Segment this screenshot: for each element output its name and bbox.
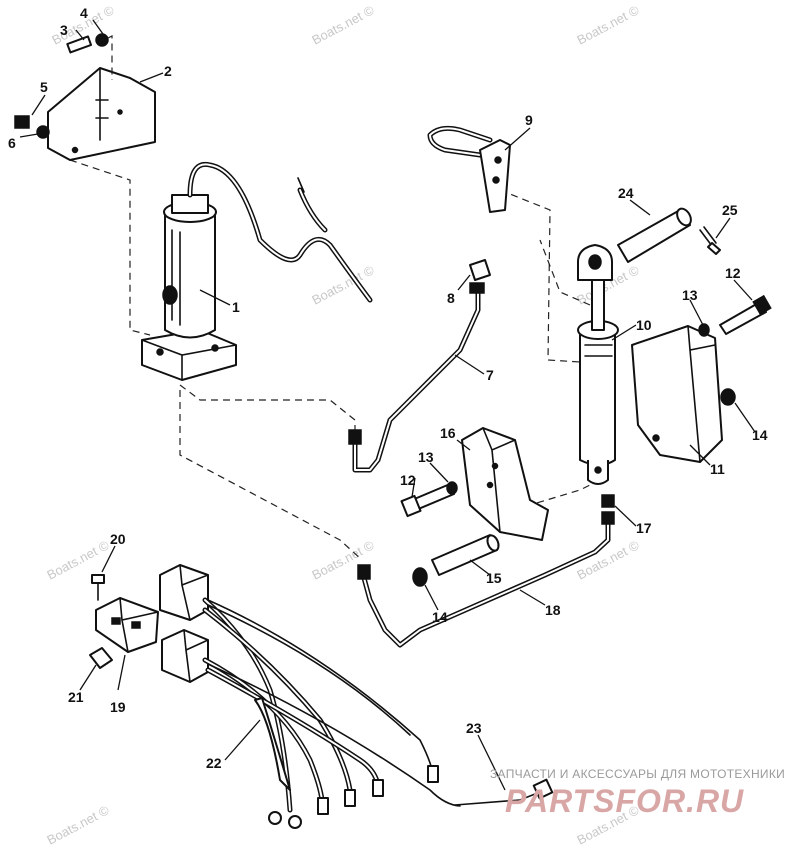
hydraulic-line-18 <box>357 511 615 648</box>
leader-lines <box>19 19 756 791</box>
callout-19: 19 <box>110 699 126 715</box>
callout-numbers: 3 4 2 5 6 1 8 7 9 24 25 12 13 10 14 11 1… <box>8 5 768 771</box>
callout-3: 3 <box>60 22 68 38</box>
callout-17: 17 <box>636 520 652 536</box>
callout-23: 23 <box>466 720 482 736</box>
washer-13-center <box>446 481 458 495</box>
watermark: Boats.net © <box>309 262 377 307</box>
brand-tagline: ЗАПЧАСТИ И АКСЕССУАРЫ ДЛЯ МОТОТЕХНИКИ <box>490 767 785 781</box>
hose-clamp-bracket <box>427 125 511 213</box>
callout-14-right: 14 <box>752 427 768 443</box>
callout-11: 11 <box>710 461 725 477</box>
callout-1: 1 <box>232 299 240 315</box>
callout-9: 9 <box>525 112 533 128</box>
callout-24: 24 <box>618 185 634 201</box>
washer-13-right <box>698 323 710 337</box>
fitting-17 <box>601 494 615 508</box>
callout-21: 21 <box>68 689 84 705</box>
nut-14-center <box>412 567 428 587</box>
trim-cylinder <box>577 244 619 485</box>
pin-15 <box>431 534 500 576</box>
callout-16: 16 <box>440 425 456 441</box>
pump-motor-assembly <box>141 194 237 381</box>
relay-19 <box>95 597 159 653</box>
assembly-dashed-lines <box>69 159 601 561</box>
callout-12-center: 12 <box>400 472 416 488</box>
watermark: Boats.net © <box>309 2 377 47</box>
callout-10: 10 <box>636 317 652 333</box>
watermark: Boats.net © <box>574 537 642 582</box>
bolt-12-right <box>719 294 772 335</box>
brand-overlay: ЗАПЧАСТИ И АКСЕССУАРЫ ДЛЯ МОТОТЕХНИКИ PA… <box>490 767 785 819</box>
pump-harness-cable <box>187 161 373 303</box>
watermark: Boats.net © <box>574 2 642 47</box>
callout-22: 22 <box>206 755 222 771</box>
callout-20: 20 <box>110 531 126 547</box>
bolt-12-center <box>400 483 455 518</box>
lower-bracket-11 <box>631 325 723 463</box>
callout-13-center: 13 <box>418 449 434 465</box>
cotter-pin-25 <box>699 226 721 255</box>
clip-21 <box>89 647 113 669</box>
callout-18: 18 <box>545 602 561 618</box>
wiring-harness-22 <box>159 564 461 829</box>
callout-6: 6 <box>8 135 16 151</box>
callout-14-center: 14 <box>432 609 448 625</box>
screw-20 <box>91 574 105 601</box>
pivot-pin-24 <box>617 207 692 263</box>
callout-12-right: 12 <box>725 265 741 281</box>
callout-13-right: 13 <box>682 287 698 303</box>
bolt-5-and-washer-6 <box>14 115 50 139</box>
callout-8: 8 <box>447 290 455 306</box>
sender-lead-23 <box>454 778 554 806</box>
callout-7: 7 <box>486 367 494 383</box>
callout-4: 4 <box>80 5 88 21</box>
callout-5: 5 <box>40 79 48 95</box>
callout-15: 15 <box>486 570 502 586</box>
lower-bracket-16 <box>461 427 549 541</box>
callout-25: 25 <box>722 202 738 218</box>
bolt-3-and-washer-4 <box>66 33 113 80</box>
upper-mount-bracket <box>47 67 156 161</box>
nut-14-right <box>720 388 736 406</box>
watermark: Boats.net © <box>44 802 112 847</box>
hydraulic-line-7 <box>348 259 491 473</box>
brand-logo: PARTSFOR.RU <box>505 783 744 819</box>
callout-2: 2 <box>164 63 172 79</box>
